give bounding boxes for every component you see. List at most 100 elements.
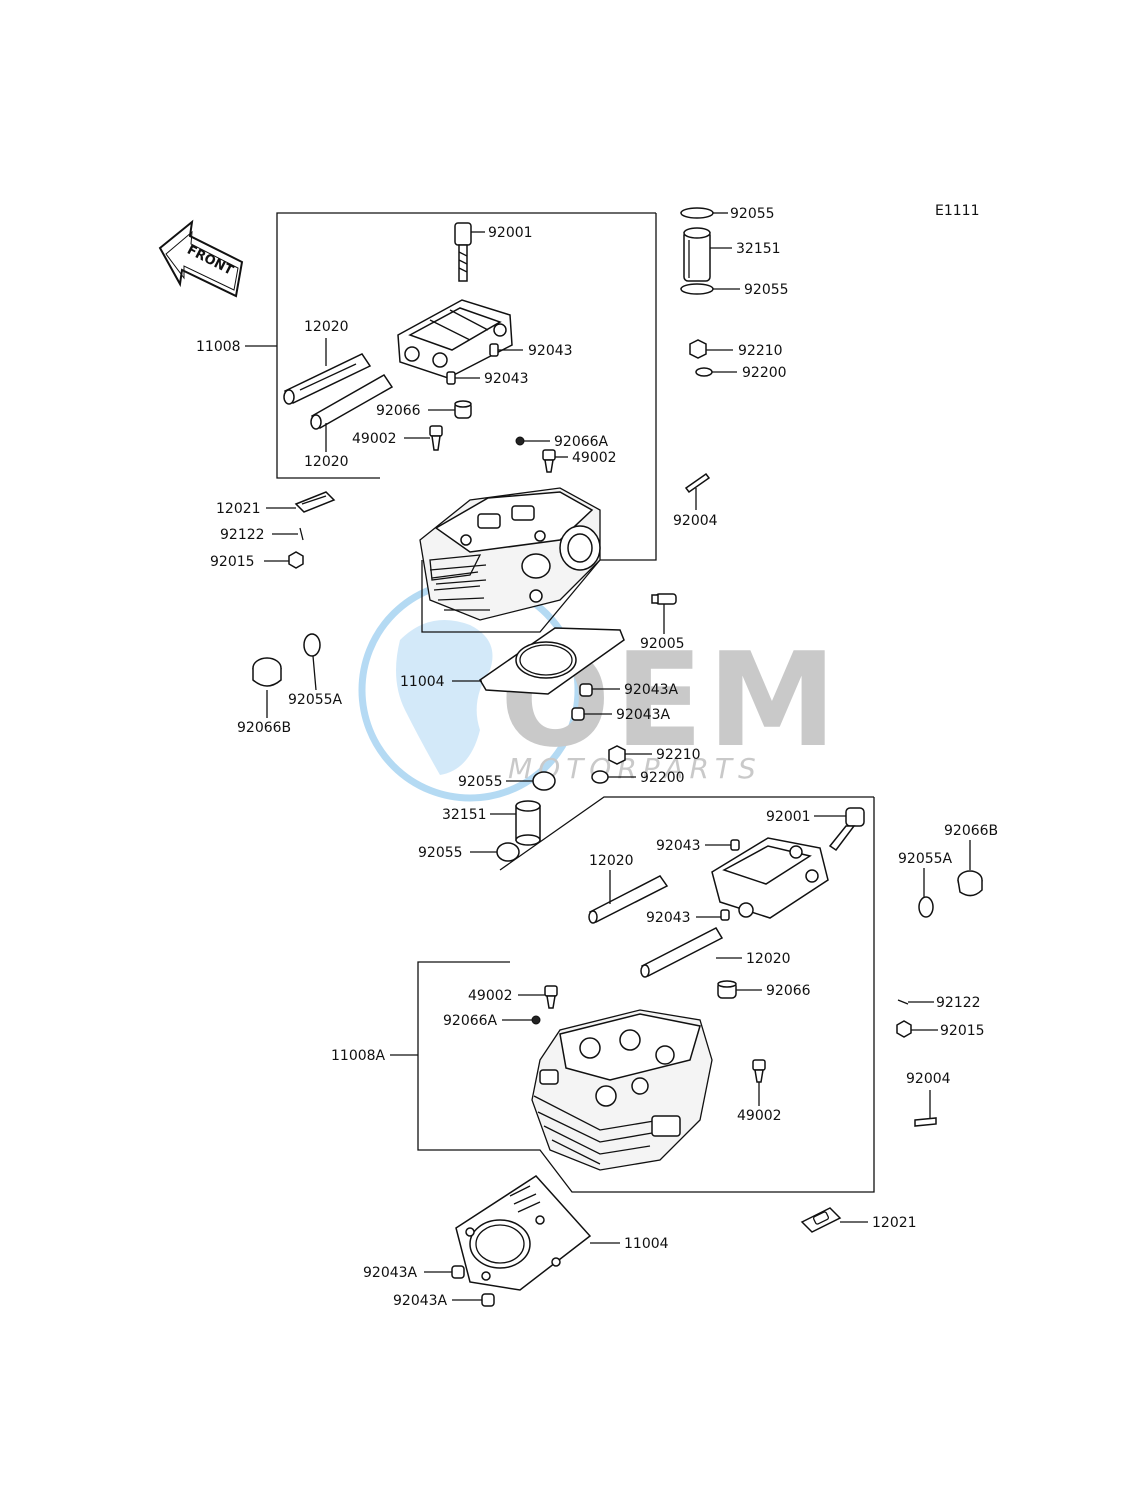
part-label: 11008 [196,339,241,355]
plug-92066A-low [531,1015,541,1025]
diagram-code: E1111 [935,203,979,219]
part-label: 92122 [936,995,981,1011]
part-label: 92043A [616,707,671,723]
part-label: 11004 [400,674,445,690]
pad-12021-top [294,491,336,513]
part-label: 92055A [288,692,343,708]
part-label: 92066B [944,823,998,839]
bracket-lines [245,212,875,1193]
dowel-92043-a [489,343,499,357]
plug-92066B-left [252,657,282,687]
gasket-11004-top [478,627,625,695]
upper-parts [252,207,714,721]
watermark: OEM MOTORPARTS [358,578,837,802]
bolt-92001-low [828,807,865,852]
fitting-92005 [651,593,677,605]
part-label: 92055 [458,774,503,790]
part-label: 92043A [363,1265,418,1281]
stud-92004-low [914,1117,937,1127]
part-label: 92015 [940,1023,985,1039]
shaft-12020-b [310,374,394,430]
part-labels: 92055 92001 32151 92055 11008 12020 9221… [196,206,998,1309]
dowel-92043-low-a [730,839,740,851]
part-label: 92004 [906,1071,951,1087]
nut-92015-top [288,551,304,569]
plug-92066A-top [515,436,525,446]
part-label: 92015 [210,554,255,570]
part-label: 92055 [744,282,789,298]
part-label: 49002 [572,450,617,466]
part-label: 12021 [216,501,261,517]
fitting-49002-low-b [752,1059,766,1083]
part-label: 92043 [484,371,529,387]
part-label: 12020 [746,951,791,967]
fitting-49002-low-a [544,985,558,1009]
fitting-49002-a [429,425,443,451]
rocker-holder-top [397,299,513,379]
part-label: 49002 [468,988,513,1004]
shaft-12020-a [283,353,372,405]
o-ring-92055-mid [680,283,714,295]
part-label: 92210 [738,343,783,359]
washer-92200-top [695,367,713,377]
lower-parts [451,745,983,1307]
part-label: 92066 [766,983,811,999]
part-label: 12021 [872,1215,917,1231]
part-label: 92066B [237,720,291,736]
bolt-92001-top [454,222,472,282]
part-label: 32151 [736,241,781,257]
part-label: 92043A [624,682,679,698]
part-label: 92043A [393,1293,448,1309]
o-ring-92055A-right [918,896,934,918]
part-label: 92055 [730,206,775,222]
rocker-holder-low [711,837,829,919]
part-label: 92066A [554,434,609,450]
part-label: 49002 [737,1108,782,1124]
plug-92066B-right [957,870,983,897]
part-label: 92005 [640,636,685,652]
watermark-continent-shape [396,620,493,775]
front-arrow-icon: FRONT [158,219,244,298]
part-label: 92066 [376,403,421,419]
o-ring-92055-low-b [496,842,520,862]
nut-92210-mid [608,745,626,765]
part-label: 12020 [304,454,349,470]
part-label: 92043 [656,838,701,854]
dowel-92043-b [446,371,456,385]
cylinder-head-11008A [531,1009,713,1171]
dowel-92043A-low-a [451,1265,465,1279]
part-label: 92066A [443,1013,498,1029]
fitting-49002-b [542,449,556,473]
part-label: 92004 [673,513,718,529]
part-label: 92200 [742,365,787,381]
tube-32151-low [515,800,541,846]
dowel-92043A-top-a [579,683,593,697]
shaft-12020-low-b [640,927,724,978]
dowel-92043-low-b [720,909,730,921]
part-label: 92055A [898,851,953,867]
part-label: 92001 [766,809,811,825]
part-label: 11008A [331,1048,386,1064]
part-label: 92210 [656,747,701,763]
plug-92066-low [717,980,737,999]
part-label: 92043 [528,343,573,359]
leader-lines [264,212,971,1301]
washer-92200-mid [591,770,609,784]
nut-92210-top [689,339,707,359]
shaft-12020-low-a [588,875,669,924]
part-label: 12020 [304,319,349,335]
stud-92004-top [684,472,711,494]
plug-92066-top [454,400,472,419]
part-label: 92055 [418,845,463,861]
pin-92122-low [897,999,909,1005]
part-label: 92200 [640,770,685,786]
part-label: 12020 [589,853,634,869]
part-label: 92122 [220,527,265,543]
o-ring-92055A-left [303,633,321,657]
pad-12021-low [800,1207,842,1233]
tube-32151-top [683,227,711,282]
pin-92122-top [299,527,304,541]
nut-92015-low [896,1020,912,1038]
part-label: 92043 [646,910,691,926]
